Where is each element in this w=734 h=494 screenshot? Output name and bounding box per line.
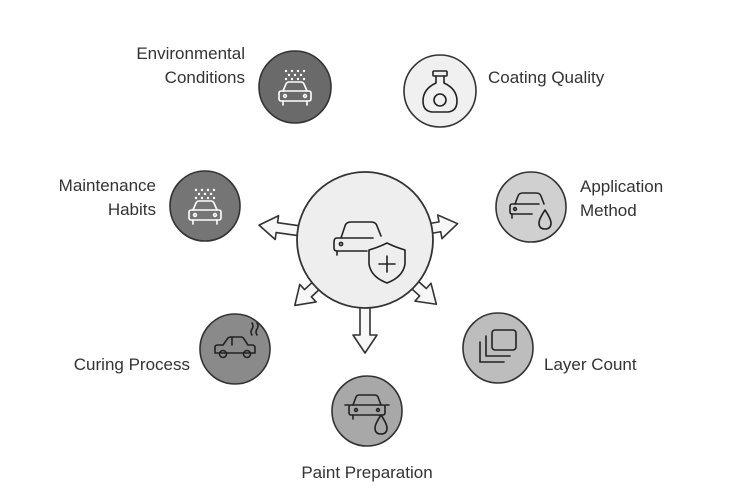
car-front-drop-icon	[344, 394, 390, 435]
label-application-method-1: Application	[580, 177, 663, 196]
label-maintenance-habits-2: Habits	[108, 200, 156, 219]
factor-curing-process: Curing Process	[74, 313, 271, 385]
factor-paint-preparation: Paint Preparation	[301, 375, 433, 482]
label-curing-process: Curing Process	[74, 355, 190, 374]
factor-coating-quality: Coating Quality	[403, 54, 605, 128]
label-environmental-conditions-2: Conditions	[165, 68, 245, 87]
car-shield-icon	[333, 221, 406, 284]
label-maintenance-habits-1: Maintenance	[59, 176, 156, 195]
label-coating-quality: Coating Quality	[488, 68, 605, 87]
factor-layer-count: Layer Count	[462, 312, 637, 384]
label-layer-count: Layer Count	[544, 355, 637, 374]
bottle-icon	[422, 70, 458, 113]
car-heat-icon	[214, 322, 259, 359]
car-spray-icon	[278, 69, 312, 106]
car-spray-icon	[188, 188, 222, 225]
center-hub	[296, 171, 434, 309]
label-application-method-2: Method	[580, 201, 637, 220]
label-environmental-conditions-1: Environmental	[136, 44, 245, 63]
label-paint-preparation: Paint Preparation	[301, 463, 432, 482]
svg-text:Paint Preparation: Paint Preparation	[301, 463, 432, 482]
svg-text:Coating Quality: Coating Quality	[488, 68, 605, 87]
svg-text:Layer Count: Layer Count	[544, 355, 637, 374]
svg-text:Curing Process: Curing Process	[74, 355, 190, 374]
car-drop-icon	[509, 192, 552, 230]
layers-icon	[479, 329, 517, 363]
